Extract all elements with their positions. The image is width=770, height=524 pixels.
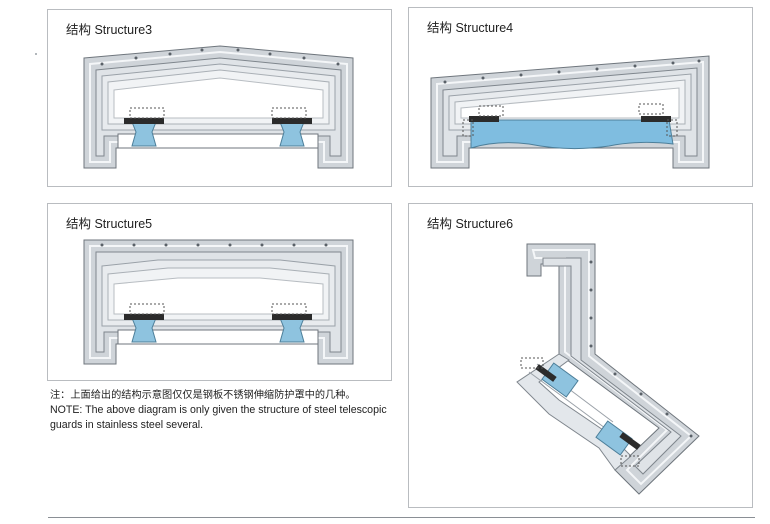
structure3-title: 结构 Structure3 (66, 23, 153, 37)
structure5-title: 结构 Structure5 (66, 217, 153, 231)
structure3-diagram (83, 45, 354, 169)
stray-dot (35, 53, 37, 55)
bolt-dots (443, 59, 701, 84)
structure5-diagram (83, 239, 354, 365)
structure4-diagram (430, 55, 710, 169)
bottom-divider (48, 517, 755, 518)
structure3-panel: 结构 Structure3 (47, 9, 392, 187)
structure6-panel: 结构 Structure6 (408, 203, 753, 508)
structure4-title: 结构 Structure4 (427, 21, 514, 35)
bolt-dots (589, 260, 693, 438)
bolt-dots (100, 48, 340, 66)
structure6-diagram (516, 243, 700, 495)
structure5-panel: 结构 Structure5 (47, 203, 392, 381)
structure4-panel: 结构 Structure4 (408, 7, 753, 187)
structure6-title: 结构 Structure6 (427, 217, 514, 231)
note-block: 注：上面给出的结构示意图仅仅是钢板不锈钢伸缩防护罩中的几种。 NOTE: The… (50, 388, 400, 433)
bolt-dots (100, 243, 328, 247)
note-chinese: 注：上面给出的结构示意图仅仅是钢板不锈钢伸缩防护罩中的几种。 (50, 390, 356, 401)
note-english: NOTE: The above diagram is only given th… (50, 404, 387, 431)
